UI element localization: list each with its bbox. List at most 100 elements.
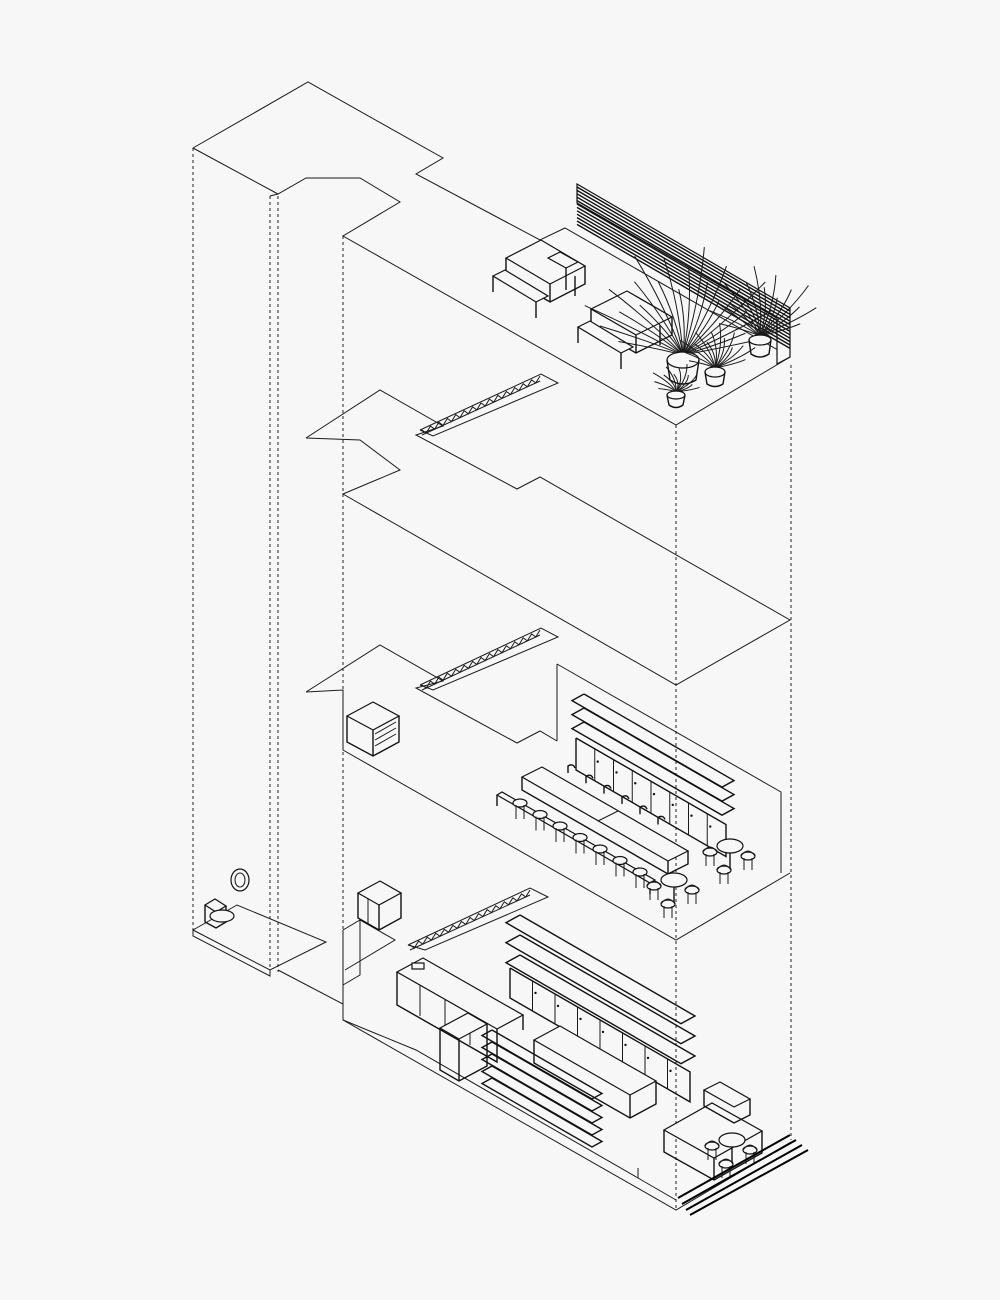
cafe-table-top bbox=[660, 872, 688, 888]
plant-leaf bbox=[714, 323, 722, 369]
stool-seat bbox=[612, 855, 628, 866]
shelf-board bbox=[504, 914, 697, 1025]
tap bbox=[639, 805, 648, 815]
vertical-projection-lines bbox=[192, 148, 792, 1210]
tap bbox=[603, 784, 612, 794]
mezzanine-outline bbox=[305, 389, 792, 686]
plant-leaf bbox=[695, 332, 716, 369]
chair-back bbox=[742, 1144, 758, 1151]
shelf-board bbox=[570, 707, 736, 802]
plant-leaf bbox=[682, 281, 709, 356]
stool-seat bbox=[532, 809, 548, 820]
shelf-board bbox=[504, 954, 697, 1065]
plant-leaf bbox=[725, 300, 761, 337]
plant-leaf bbox=[682, 311, 748, 356]
chair-back bbox=[740, 850, 756, 857]
plant-leaf bbox=[599, 325, 684, 356]
chair-back bbox=[684, 884, 700, 891]
plant-leaf bbox=[682, 299, 720, 356]
cabinet-knob bbox=[556, 1004, 560, 1008]
chair-back bbox=[704, 1140, 720, 1147]
ground-floor-tall-cabinet bbox=[438, 1012, 489, 1082]
plant-leaf bbox=[665, 366, 677, 393]
shelf-board bbox=[504, 934, 697, 1045]
cabinet-knob bbox=[579, 1017, 582, 1021]
ground-floor-wall-shelving bbox=[504, 914, 697, 1104]
stool-seat bbox=[632, 867, 648, 877]
plant-leaf bbox=[634, 281, 684, 356]
plant-leaf bbox=[759, 306, 800, 337]
stair-stringer bbox=[421, 634, 541, 691]
stair-tread bbox=[421, 375, 541, 434]
plant-leaf bbox=[682, 267, 691, 356]
cabinet-knob bbox=[624, 1043, 627, 1047]
plant-leaf bbox=[678, 289, 685, 356]
tap bbox=[585, 774, 594, 784]
plant-leaf bbox=[619, 311, 684, 356]
first-floor-cafe-tables bbox=[646, 838, 756, 918]
plant-leaf bbox=[714, 332, 735, 369]
ground-floor-outline bbox=[192, 887, 792, 1211]
plant-leaf bbox=[584, 305, 684, 356]
cabinet-knob bbox=[690, 814, 693, 817]
plant-leaf bbox=[745, 281, 761, 337]
cabinet-knob bbox=[634, 782, 637, 785]
first-floor-cabinet bbox=[345, 701, 401, 757]
stair-stringer bbox=[421, 380, 541, 436]
plant-leaf bbox=[753, 266, 762, 337]
chair-back bbox=[646, 880, 662, 887]
chair-back bbox=[702, 846, 718, 853]
stair-tread bbox=[409, 889, 531, 949]
plant-leaf bbox=[682, 310, 772, 356]
plant-leaf bbox=[714, 345, 744, 369]
stool-seat bbox=[572, 832, 588, 843]
plant-leaf bbox=[663, 257, 684, 356]
cabinet-knob bbox=[534, 991, 537, 995]
roof-outline bbox=[192, 81, 791, 426]
mezzanine-stair bbox=[419, 373, 560, 437]
base-cabinet bbox=[575, 737, 727, 858]
potted-plant-small bbox=[652, 364, 700, 409]
plant-leaf bbox=[682, 265, 727, 356]
stool-seat bbox=[592, 844, 608, 854]
cabinet-knob bbox=[652, 792, 656, 796]
cabinet-knob bbox=[615, 771, 618, 774]
first-floor-outline bbox=[305, 644, 791, 941]
screen-slat bbox=[576, 203, 791, 329]
first-floor-counter bbox=[495, 764, 690, 894]
cabinet-knob bbox=[646, 1056, 650, 1060]
first-floor-wall-shelving bbox=[570, 693, 736, 858]
screen-slat bbox=[576, 206, 791, 333]
ground-floor-kitchen-counter bbox=[395, 957, 525, 1064]
cabinet-knob bbox=[596, 760, 599, 763]
plant-leaf bbox=[759, 275, 777, 337]
tap bbox=[621, 795, 630, 804]
shelf-board bbox=[480, 1065, 604, 1136]
tap bbox=[657, 815, 666, 825]
first-floor-stair bbox=[419, 627, 560, 691]
screen-slat bbox=[576, 193, 791, 319]
ground-floor-stair bbox=[409, 889, 531, 951]
cabinet-knob bbox=[601, 1030, 605, 1034]
chair-back bbox=[718, 1158, 734, 1165]
picnic-table-1 bbox=[491, 239, 587, 318]
plant-leaf bbox=[759, 307, 817, 337]
plant-leaf bbox=[703, 294, 761, 337]
screen-slat bbox=[576, 186, 791, 312]
screen-slat bbox=[576, 196, 791, 322]
plant-leaf bbox=[634, 255, 684, 356]
screen-slat bbox=[576, 189, 791, 316]
chair-back bbox=[716, 864, 732, 871]
ground-floor-front-shelving bbox=[480, 1029, 604, 1148]
stool-seat bbox=[552, 821, 568, 831]
plant-leaf bbox=[724, 283, 761, 337]
ground-floor-seating bbox=[662, 1081, 764, 1181]
screen-slat bbox=[576, 216, 791, 343]
plant-leaf bbox=[759, 285, 809, 337]
ground-floor-low-cabinet bbox=[356, 880, 403, 931]
entrance-steps bbox=[677, 1134, 809, 1216]
potted-plant-right bbox=[703, 266, 817, 358]
plant-leaf bbox=[759, 289, 792, 337]
cabinet-knob bbox=[709, 825, 712, 828]
plant-leaf bbox=[682, 288, 742, 356]
